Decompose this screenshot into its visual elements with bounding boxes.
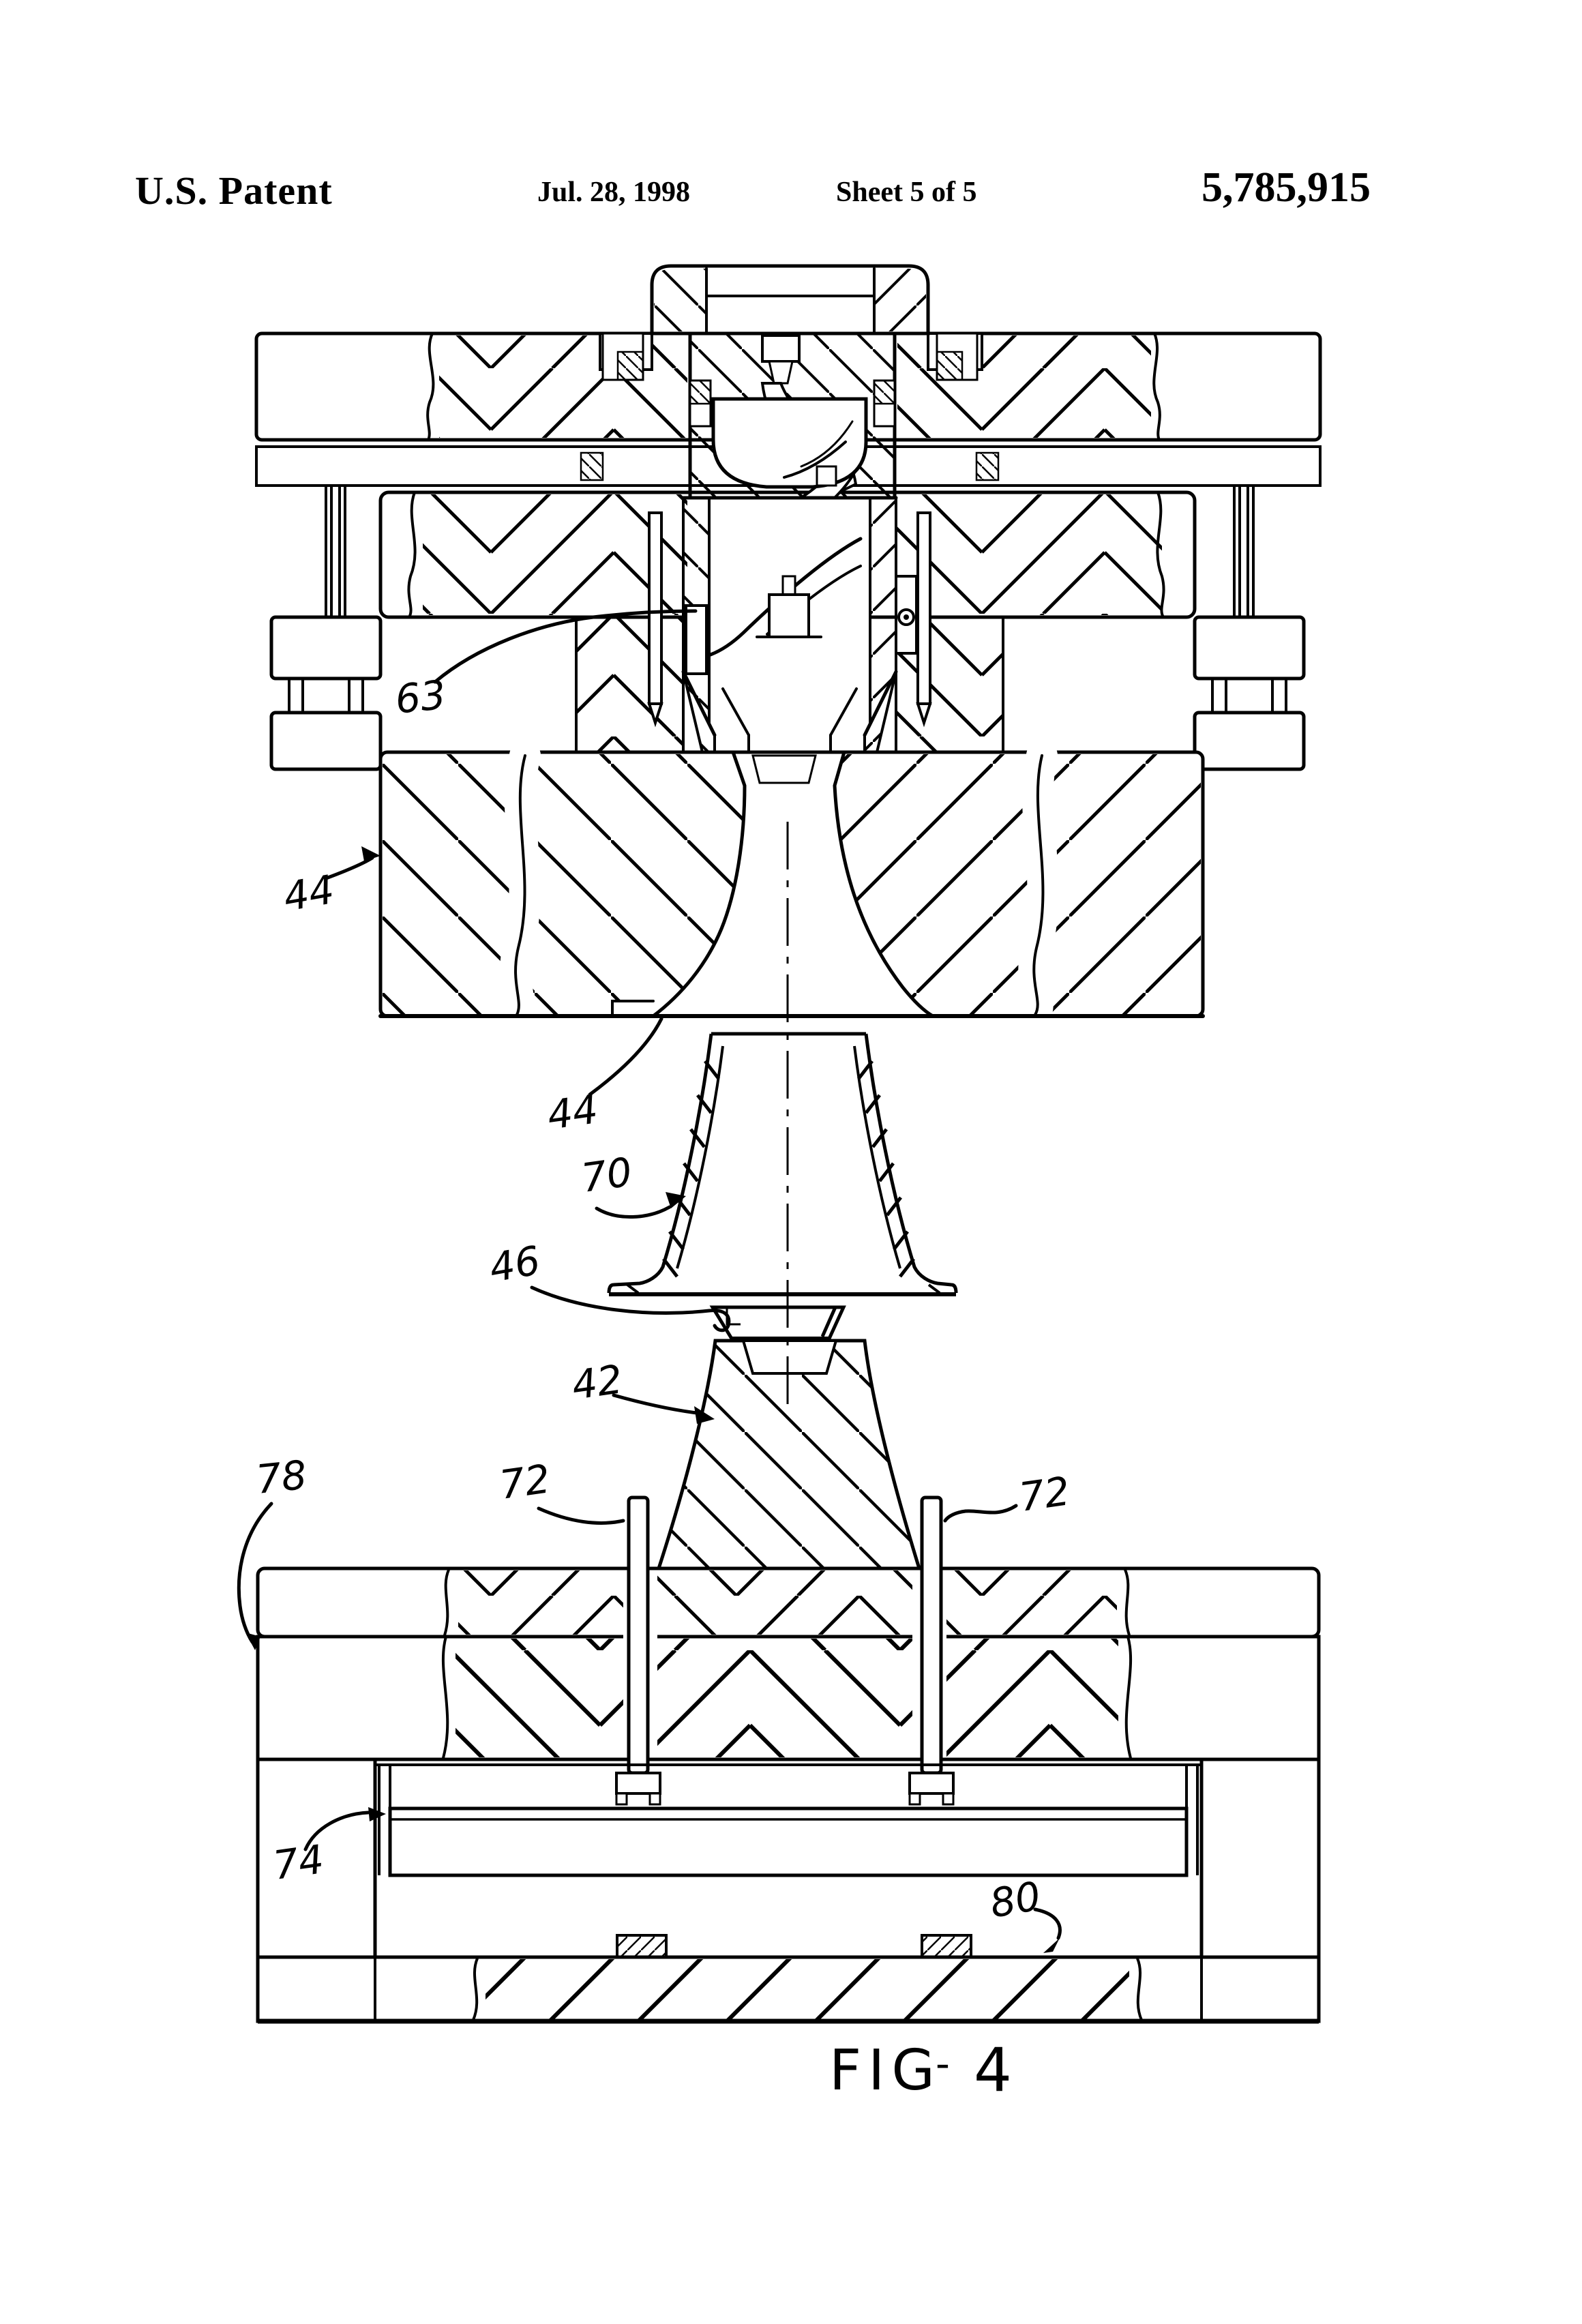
return-pin-right bbox=[916, 511, 932, 728]
patent-header-number: 5,785,915 bbox=[1202, 164, 1371, 211]
ref-label-42: 42 bbox=[569, 1356, 625, 1409]
ejector-tray-74 bbox=[388, 1806, 1189, 1877]
ref-label-80: 80 bbox=[987, 1873, 1044, 1927]
base-plate-80 bbox=[256, 1955, 1321, 2024]
stop-block-left bbox=[616, 1934, 668, 1958]
ejector-pin-right bbox=[908, 1495, 955, 1806]
core-block-44 bbox=[378, 740, 1205, 1030]
lower-die-assembly bbox=[256, 1495, 1321, 2024]
sprue-nozzle-column bbox=[688, 331, 897, 541]
ref-label-72-right: 72 bbox=[1016, 1468, 1073, 1521]
stop-block-right bbox=[921, 1934, 972, 1958]
side-clamp-stack-left bbox=[269, 615, 383, 771]
side-clamp-stack-right bbox=[1193, 615, 1306, 771]
ref-label-44-block: 44 bbox=[280, 866, 338, 921]
die-top-plate bbox=[256, 1566, 1321, 1639]
figure-caption-fig: FIG bbox=[829, 2038, 942, 2103]
leader-lines bbox=[237, 609, 1062, 1940]
ref-label-74: 74 bbox=[270, 1836, 327, 1889]
patent-header-sheet: Sheet 5 of 5 bbox=[836, 177, 977, 208]
ref-label-46: 46 bbox=[486, 1237, 543, 1292]
preform-42 bbox=[656, 1339, 922, 1570]
upper-mold-assembly bbox=[254, 264, 1322, 1030]
leader-arrowheads bbox=[245, 846, 1060, 1953]
gate-insert-46 bbox=[709, 1305, 846, 1341]
ejector-box bbox=[256, 1757, 1321, 1961]
locating-ring-cap bbox=[650, 264, 930, 336]
ref-label-44-cavity: 44 bbox=[544, 1086, 601, 1139]
ref-label-78: 78 bbox=[254, 1452, 309, 1503]
patent-header-date: Jul. 28, 1998 bbox=[537, 177, 691, 208]
figure-caption-number: 4 bbox=[974, 2035, 1019, 2105]
ejector-pin-left bbox=[615, 1495, 661, 1806]
tie-rods bbox=[325, 486, 1255, 619]
funnel-liner-70 bbox=[607, 1032, 958, 1296]
return-pin-left bbox=[647, 511, 663, 728]
ref-label-63: 63 bbox=[393, 672, 448, 723]
die-block-78 bbox=[256, 1635, 1321, 1761]
figure-caption: FIG - 4 bbox=[829, 2035, 1019, 2105]
patent-header-title: U.S. Patent bbox=[135, 168, 333, 213]
nozzle-housing bbox=[647, 496, 932, 754]
figure-caption-dash: - bbox=[936, 2040, 957, 2087]
ref-label-70: 70 bbox=[578, 1148, 635, 1202]
ref-label-72-left: 72 bbox=[496, 1455, 553, 1508]
